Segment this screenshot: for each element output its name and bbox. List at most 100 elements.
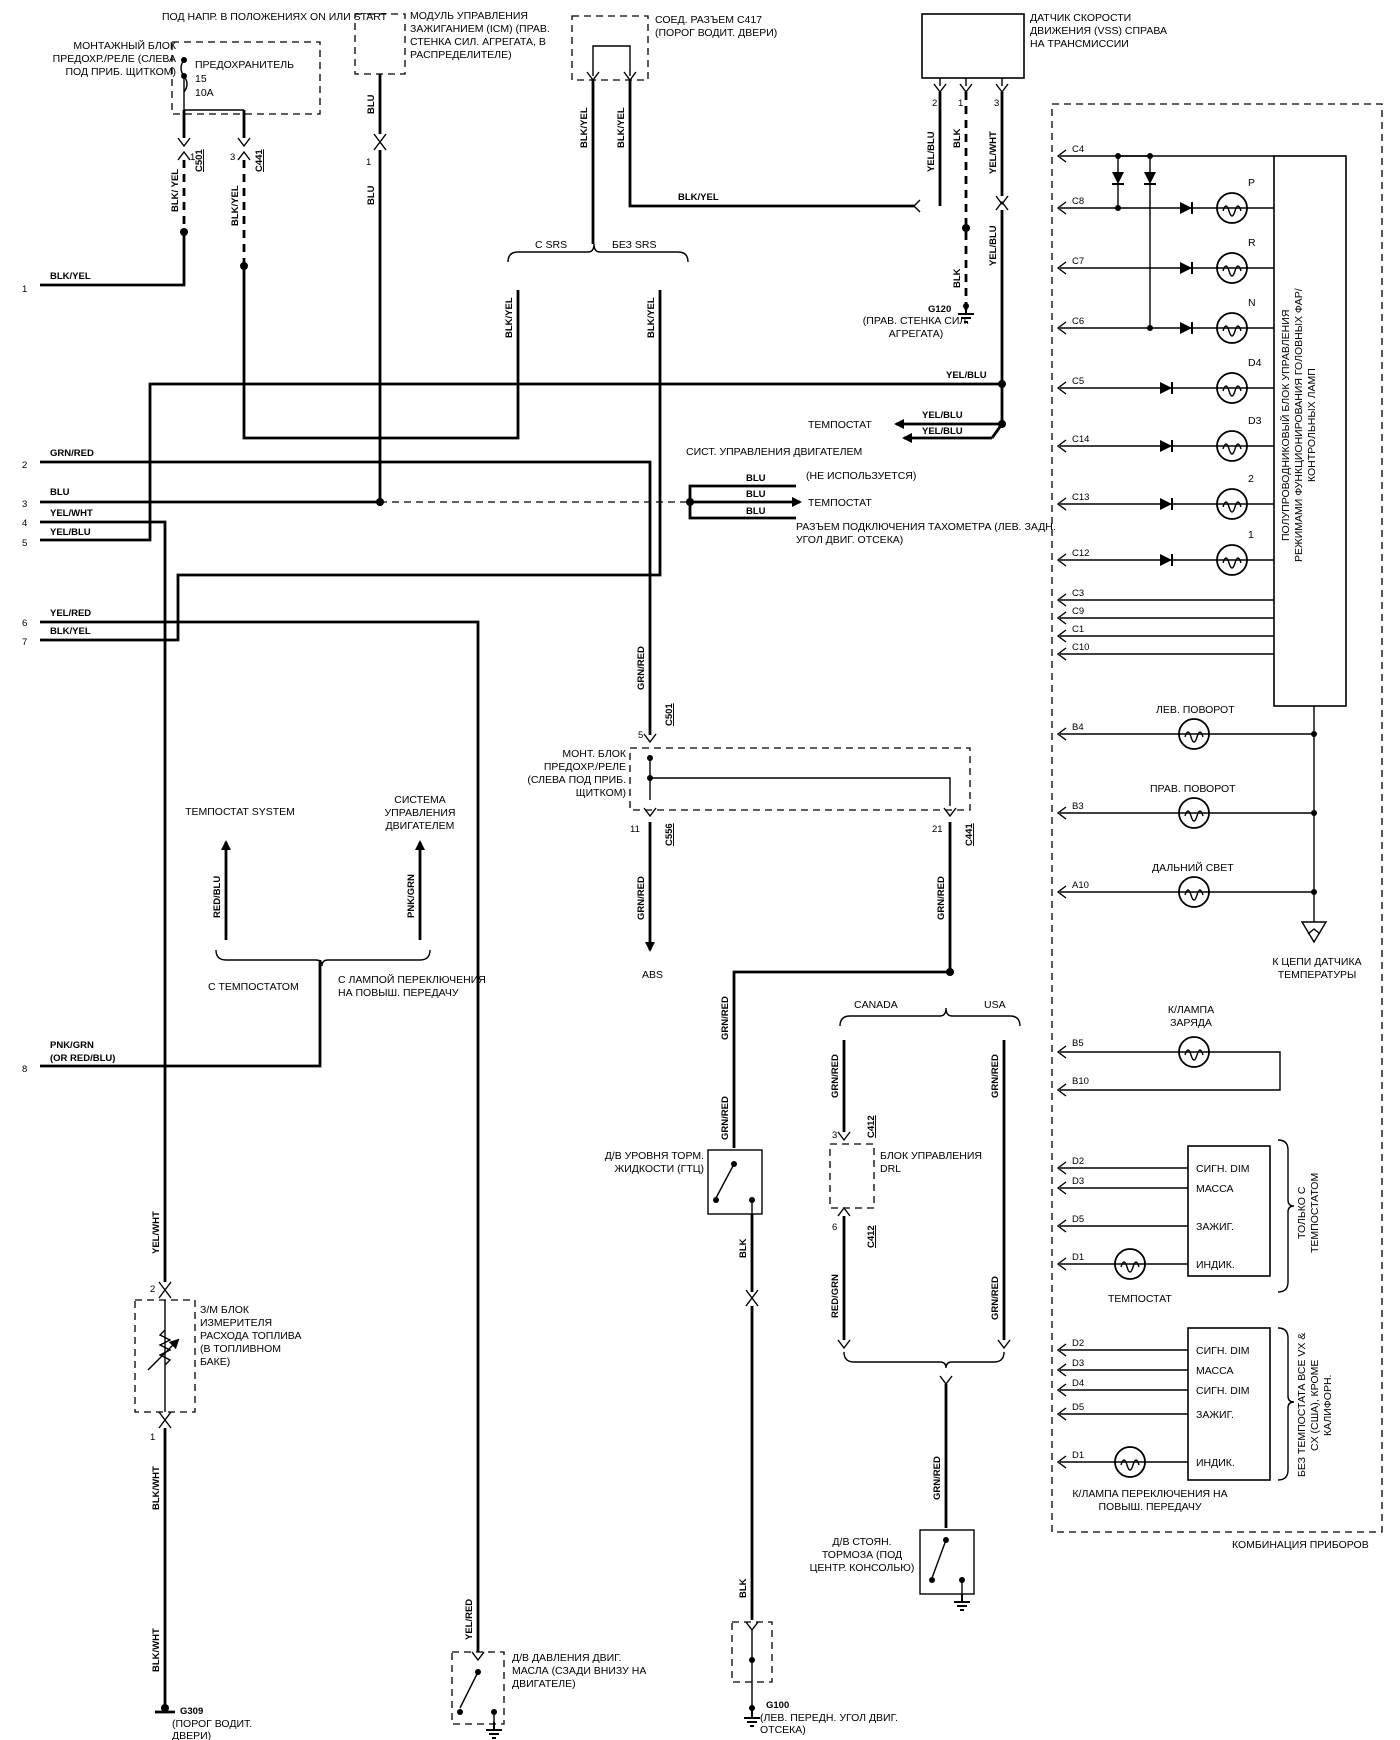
middle-outputs: YEL/BLU YEL/BLU ТЕМПОСТАТ СИСТ. УПРАВЛЕН… [686, 384, 1056, 546]
cc-row-label: СИГН. DIM [1196, 1163, 1249, 1175]
instrument-cluster: КОМБИНАЦИЯ ПРИБОРОВ ПОЛУПРОВОДНИКОВЫЙ БЛ… [1051, 103, 1383, 1551]
svg-text:BLK/WHT: BLK/WHT [151, 1628, 162, 1672]
brake-fluid-switch: GRN/RED GRN/RED Д/В УРОВНЯ ТОРМ. ЖИДКОСТ… [605, 970, 950, 1736]
svg-text:ТЕМПОСТАТ: ТЕМПОСТАТ [808, 497, 872, 509]
gear-label: D4 [1248, 357, 1262, 369]
svg-text:RED/GRN: RED/GRN [830, 1274, 841, 1318]
cluster-pin-C3: C3 [1072, 588, 1084, 599]
svg-text:ABS: ABS [642, 969, 663, 981]
cc1-side: ТОЛЬКО С ТЕМПОСТАТОМ [1296, 1172, 1321, 1254]
vss-label: ДАТЧИК СКОРОСТИ ДВИЖЕНИЯ (VSS) СПРАВА НА… [1030, 12, 1168, 50]
cc-row-label: СИГН. DIM [1196, 1345, 1249, 1357]
cc-pin: D5 [1072, 1402, 1084, 1413]
svg-text:GRN/RED: GRN/RED [50, 448, 94, 459]
cc-pin: D3 [1072, 1176, 1084, 1187]
arrow1-label: ТЕМПОСТАТ SYSTEM [185, 806, 295, 818]
ignition-fuse-block: ПОД НАПР. В ПОЛОЖЕНИЯХ ON ИЛИ START МОНТ… [53, 11, 388, 270]
icm-label-wrap: МОДУЛЬ УПРАВЛЕНИЯ ЗАЖИГАНИЕМ (ICM) (ПРАВ… [410, 10, 550, 61]
svg-text:YEL/WHT: YEL/WHT [151, 1211, 162, 1254]
cc-pin: D2 [1072, 1156, 1084, 1167]
svg-text:6: 6 [832, 1222, 837, 1233]
svg-text:YEL/WHT: YEL/WHT [50, 508, 93, 519]
center-block-label: МОНТ. БЛОК ПРЕДОХР./РЕЛЕ (СЛЕВА ПОД ПРИБ… [527, 748, 626, 799]
svg-text:BLK/YEL: BLK/YEL [678, 192, 719, 203]
diode-icon [1159, 439, 1173, 453]
cluster-pin-C1: C1 [1072, 624, 1084, 635]
svg-text:YEL/RED: YEL/RED [464, 1599, 475, 1640]
svg-text:C556: C556 [664, 823, 675, 846]
diode-icon [1179, 321, 1193, 335]
gear-label: 2 [1248, 473, 1254, 485]
fuse-amp: 10A [195, 87, 214, 99]
svg-text:C441: C441 [254, 149, 265, 172]
svg-text:YEL/BLU: YEL/BLU [988, 225, 999, 266]
cc-pin: D1 [1072, 1252, 1084, 1263]
svg-text:C501: C501 [194, 149, 205, 172]
gear-label: D3 [1248, 415, 1262, 427]
cc-row-label: СИГН. DIM [1196, 1385, 1249, 1397]
svg-text:3: 3 [230, 152, 235, 163]
svg-text:BLK: BLK [952, 268, 963, 288]
svg-text:GRN/RED: GRN/RED [936, 876, 947, 920]
svg-text:RED/BLU: RED/BLU [212, 876, 223, 918]
cluster-pin-C13: C13 [1072, 492, 1089, 503]
cc-row-label: ИНДИК. [1196, 1457, 1235, 1469]
icm-label: МОДУЛЬ УПРАВЛЕНИЯ ЗАЖИГАНИЕМ (ICM) (ПРАВ… [410, 10, 550, 61]
oil-label: Д/В ДАВЛЕНИЯ ДВИГ. МАСЛА (СЗАДИ ВНИЗУ НА… [512, 1652, 647, 1690]
cc-row-label: МАССА [1196, 1365, 1233, 1377]
svg-text:BLU: BLU [746, 506, 766, 517]
diode-icon [1159, 381, 1173, 395]
cc2-side: БЕЗ ТЕМПОСТАТА ВСЕ VX & CX (США), КРОМЕ … [1296, 1332, 1334, 1478]
svg-text:21: 21 [932, 824, 943, 835]
cc-pin: D4 [1072, 1378, 1084, 1389]
temp-note: К ЦЕПИ ДАТЧИКА ТЕМПЕРАТУРЫ [1272, 956, 1362, 981]
svg-text:YEL/RED: YEL/RED [50, 608, 91, 619]
svg-text:YEL/BLU: YEL/BLU [922, 426, 963, 437]
svg-text:GRN/RED: GRN/RED [830, 1054, 841, 1098]
svg-text:8: 8 [22, 1064, 27, 1075]
svg-text:C412: C412 [866, 1115, 877, 1138]
svg-text:C441: C441 [964, 823, 975, 846]
svg-text:ПРАВ. ПОВОРОТ: ПРАВ. ПОВОРОТ [1150, 783, 1236, 795]
oil-pressure-switch: YEL/RED Д/В ДАВЛЕНИЯ ДВИГ. МАСЛА (СЗАДИ … [451, 1599, 647, 1739]
cc-row-label: МАССА [1196, 1183, 1233, 1195]
svg-text:GRN/RED: GRN/RED [636, 876, 647, 920]
diode-icon [1179, 261, 1193, 275]
svg-text:BLK/ YEL: BLK/ YEL [170, 169, 181, 212]
gear-label: R [1248, 237, 1256, 249]
left-arrow-block: ТЕМПОСТАТ SYSTEM СИСТЕМА УПРАВЛЕНИЯ ДВИГ… [185, 794, 486, 999]
svg-text:USA: USA [984, 999, 1006, 1011]
svg-text:BLK/WHT: BLK/WHT [151, 1466, 162, 1510]
svg-text:A10: A10 [1072, 880, 1089, 891]
diode-icon [1159, 497, 1173, 511]
svg-text:BLK/YEL: BLK/YEL [50, 626, 91, 637]
svg-text:BLK/YEL: BLK/YEL [579, 107, 590, 148]
fuel-gauge-sender: YEL/WHT 2 З/М БЛОК ИЗМЕРИТЕЛЯ РАСХОДА ТО… [134, 1211, 301, 1740]
svg-text:1: 1 [366, 157, 371, 168]
svg-text:BLK/YEL: BLK/YEL [646, 297, 657, 338]
cluster-pin-C12: C12 [1072, 548, 1089, 559]
svg-text:YEL/WHT: YEL/WHT [988, 131, 999, 174]
svg-text:G120: G120 [928, 304, 951, 315]
arrow2-label: СИСТЕМА УПРАВЛЕНИЯ ДВИГАТЕЛЕМ [384, 794, 456, 832]
svg-text:BLU: BLU [50, 487, 70, 498]
svg-text:G309: G309 [180, 1706, 203, 1717]
svg-text:GRN/RED: GRN/RED [990, 1276, 1001, 1320]
svg-text:3: 3 [22, 499, 27, 510]
cc-row-label: ЗАЖИГ. [1196, 1409, 1234, 1421]
svg-text:(OR RED/BLU): (OR RED/BLU) [50, 1053, 115, 1064]
cc-row-label: ЗАЖИГ. [1196, 1221, 1234, 1233]
svg-text:GRN/RED: GRN/RED [932, 1456, 943, 1500]
svg-text:1: 1 [958, 98, 963, 109]
svg-text:C412: C412 [866, 1225, 877, 1248]
svg-text:3: 3 [832, 1130, 837, 1141]
svg-text:B4: B4 [1072, 722, 1084, 733]
svg-text:1: 1 [22, 284, 27, 295]
gear-label: 1 [1248, 529, 1254, 541]
svg-text:BLU: BLU [746, 473, 766, 484]
svg-text:5: 5 [638, 730, 643, 741]
svg-text:YEL/BLU: YEL/BLU [926, 131, 937, 172]
fuse-num: 15 [195, 73, 207, 85]
svg-text:4: 4 [22, 518, 27, 529]
